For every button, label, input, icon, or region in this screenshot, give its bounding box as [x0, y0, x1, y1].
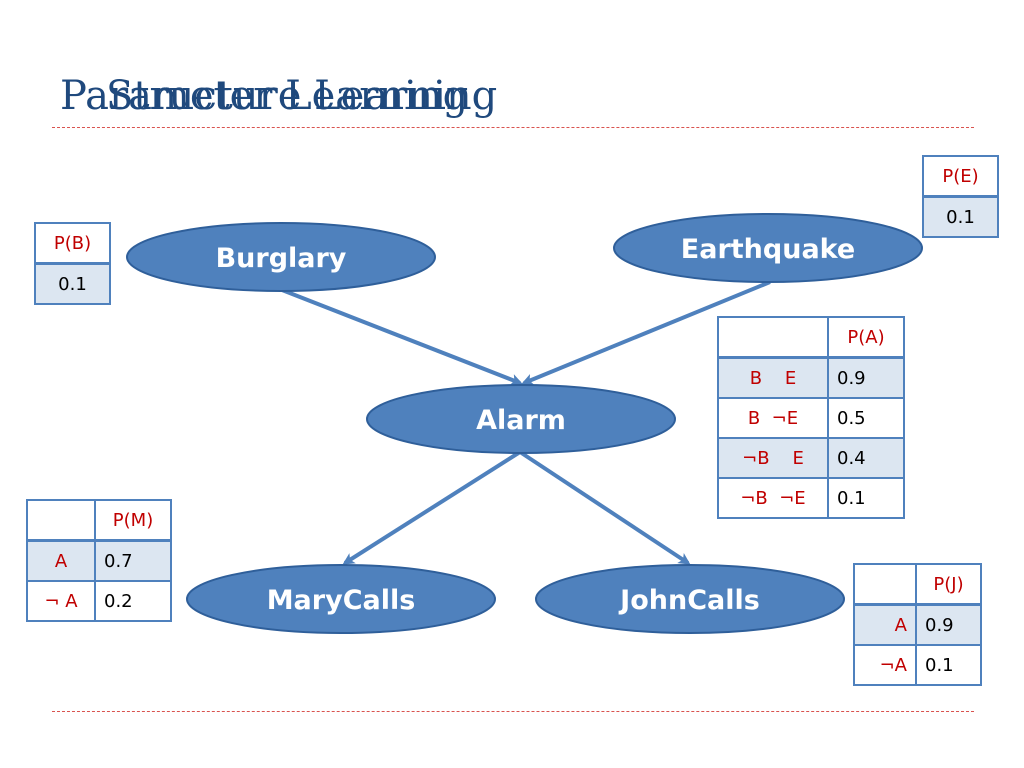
node-earthquake-label: Earthquake — [681, 234, 855, 265]
node-burglary: Burglary — [126, 222, 436, 292]
cpt-johncalls-cond: ¬A — [853, 644, 917, 686]
cpt-alarm-value: 0.1 — [827, 477, 905, 519]
cpt-alarm-cond: B E — [717, 356, 829, 399]
cpt-alarm-value: 0.4 — [827, 437, 905, 479]
cpt-earthquake-value: 0.1 — [922, 195, 999, 238]
title-structure-learning: Structure Learning — [106, 73, 498, 119]
bottom-divider — [52, 711, 974, 712]
cpt-marycalls-header: P(M) — [94, 499, 172, 542]
edge-alarm-johncalls — [518, 450, 691, 565]
cpt-burglary-value: 0.1 — [34, 262, 111, 305]
cpt-alarm-value: 0.5 — [827, 397, 905, 439]
cpt-earthquake: P(E) 0.1 — [922, 155, 999, 238]
cpt-marycalls-value: 0.7 — [94, 539, 172, 582]
cpt-marycalls-cond: A — [26, 539, 96, 582]
title-parameter-learning: Parameter Learning — [60, 73, 469, 119]
cpt-marycalls-value: 0.2 — [94, 580, 172, 622]
edge-alarm-marycalls — [342, 450, 522, 565]
cpt-marycalls-corner — [26, 499, 96, 542]
node-marycalls-label: MaryCalls — [267, 585, 416, 616]
cpt-johncalls-cond: A — [853, 603, 917, 646]
node-marycalls: MaryCalls — [186, 564, 496, 634]
cpt-alarm-cond: ¬B ¬E — [717, 477, 829, 519]
cpt-alarm-corner — [717, 316, 829, 359]
cpt-alarm-cond: ¬B E — [717, 437, 829, 479]
cpt-alarm-cond: B ¬E — [717, 397, 829, 439]
cpt-johncalls-value: 0.9 — [915, 603, 982, 646]
node-alarm: Alarm — [366, 384, 676, 454]
cpt-marycalls: P(M) A 0.7 ¬ A 0.2 — [26, 499, 172, 622]
node-burglary-label: Burglary — [216, 243, 347, 274]
cpt-johncalls-value: 0.1 — [915, 644, 982, 686]
edge-earthquake-alarm — [521, 280, 771, 386]
cpt-marycalls-cond: ¬ A — [26, 580, 96, 622]
cpt-burglary-header: P(B) — [34, 222, 111, 265]
cpt-johncalls-corner — [853, 563, 917, 606]
node-alarm-label: Alarm — [476, 405, 566, 436]
cpt-burglary: P(B) 0.1 — [34, 222, 111, 305]
top-divider — [52, 127, 974, 128]
node-johncalls-label: JohnCalls — [618, 585, 760, 616]
cpt-earthquake-header: P(E) — [922, 155, 999, 198]
node-johncalls: JohnCalls — [535, 564, 845, 634]
cpt-alarm-header: P(A) — [827, 316, 905, 359]
slide-title: Parameter Learning Structure Learning — [60, 70, 760, 130]
cpt-alarm-value: 0.9 — [827, 356, 905, 399]
node-earthquake: Earthquake — [613, 213, 923, 283]
cpt-alarm: P(A) B E 0.9 B ¬E 0.5 ¬B E 0.4 ¬B ¬E 0.1 — [717, 316, 905, 519]
cpt-johncalls: P(J) A 0.9 ¬A 0.1 — [853, 563, 982, 686]
cpt-johncalls-header: P(J) — [915, 563, 982, 606]
edge-burglary-alarm — [281, 288, 523, 386]
